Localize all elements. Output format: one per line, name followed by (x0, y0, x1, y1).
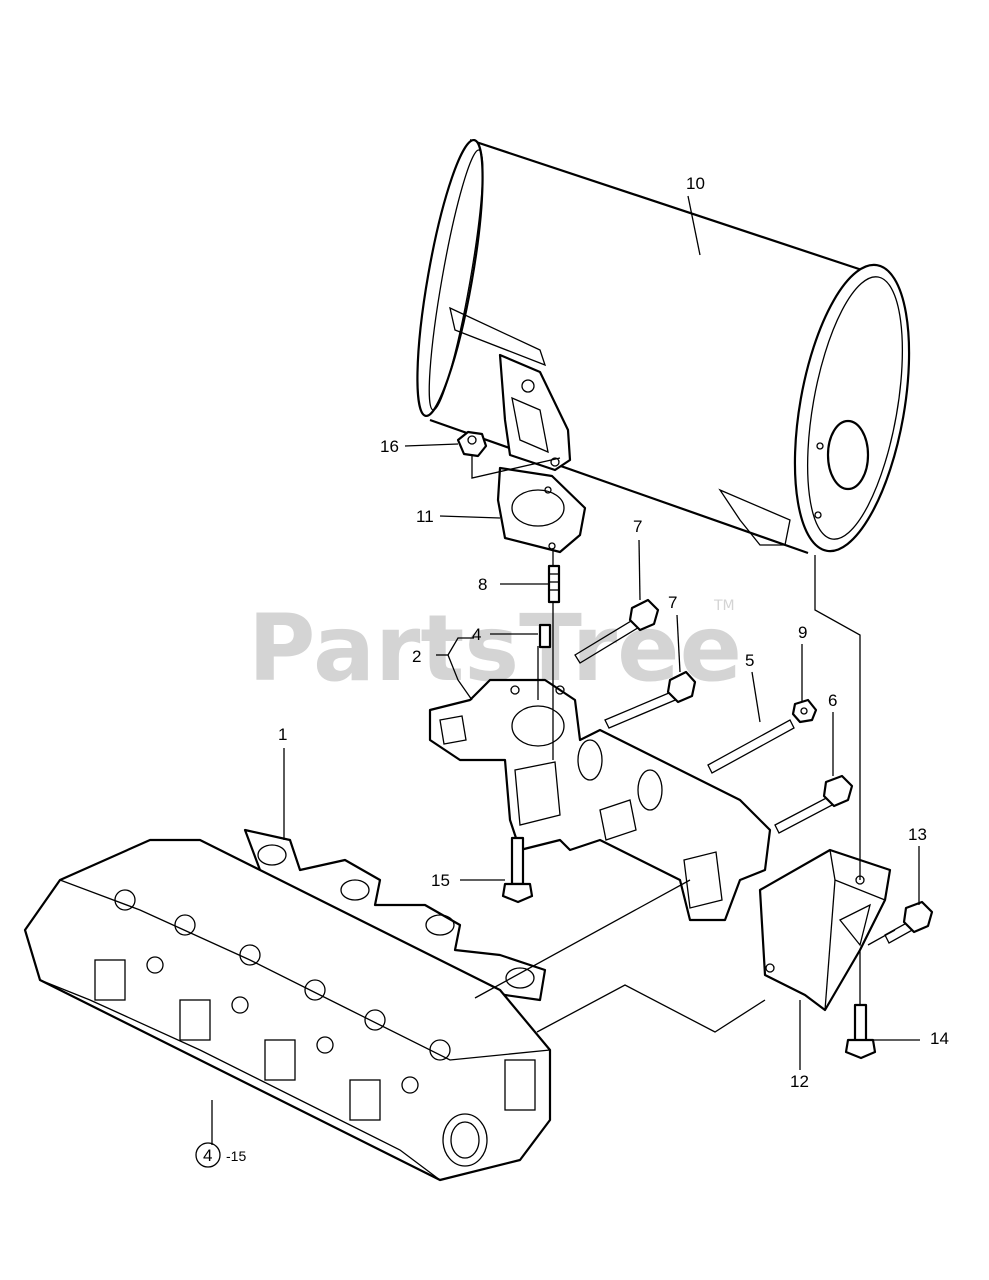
callout-12: 12 (790, 1072, 809, 1091)
callout-7b: 7 (668, 593, 677, 612)
callout-8: 8 (478, 575, 487, 594)
bolt-7a (574, 598, 660, 664)
bolt-15 (501, 836, 534, 904)
muffler (416, 138, 911, 555)
bolt-5 (707, 719, 795, 774)
callout-7a: 7 (633, 517, 642, 536)
exhaust-manifold (428, 678, 772, 922)
bracket-12 (758, 848, 892, 1012)
callout-1: 1 (278, 725, 287, 744)
callout-leaders (211, 195, 920, 1145)
bolt-13 (884, 900, 934, 944)
callout-4: 4 (472, 625, 481, 644)
pin-4 (538, 623, 552, 649)
gasket-11 (496, 466, 587, 554)
bolt-6 (774, 774, 854, 834)
reference-suffix: -15 (226, 1148, 246, 1164)
callout-6: 6 (828, 691, 837, 710)
nut-16 (456, 430, 488, 458)
callout-13: 13 (908, 825, 927, 844)
callout-5: 5 (745, 651, 754, 670)
callout-2: 2 (412, 647, 421, 666)
assembly-lines (471, 456, 896, 1033)
stud-8 (547, 564, 561, 604)
nut-9 (791, 698, 818, 724)
callout-10: 10 (686, 174, 705, 193)
callout-15: 15 (431, 871, 450, 890)
callout-16: 16 (380, 437, 399, 456)
callout-11: 11 (416, 507, 434, 526)
reference-circle-label: 4 (203, 1146, 212, 1165)
reference-circle (195, 1142, 221, 1168)
callouts: 10 16 11 7 8 7 9 4 2 5 6 1 13 15 14 12 4… (195, 174, 949, 1168)
cylinder-head (23, 838, 552, 1182)
callout-14: 14 (930, 1029, 949, 1048)
bolt-7b (604, 670, 697, 729)
callout-9: 9 (798, 623, 807, 642)
bolt-14 (844, 1003, 877, 1060)
watermark-tm: TM (713, 598, 735, 614)
